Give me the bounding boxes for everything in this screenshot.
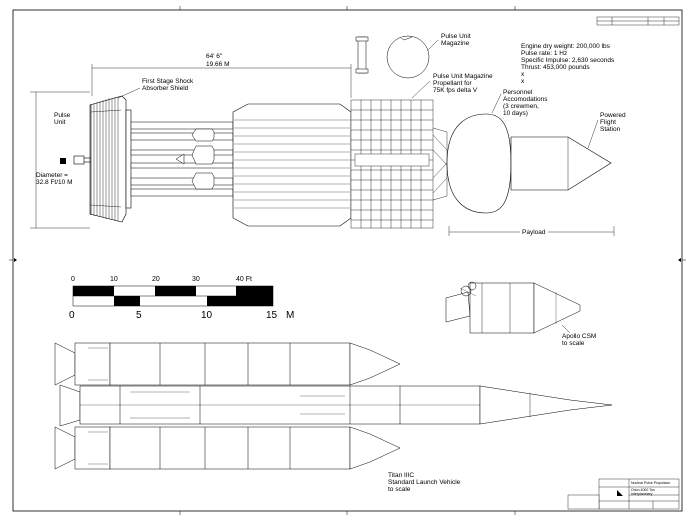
main-body [232, 103, 352, 227]
diameter-label: Diameter = 32.8 Ft/10 M [36, 172, 73, 186]
flight-station-label: Powered Flight Station [600, 112, 626, 133]
flight-station-nose [510, 136, 612, 191]
personnel-line-1: Personnel [503, 89, 533, 96]
title-block-subtitle-2: Interplanetary [631, 492, 653, 496]
personnel-label: Personnel Accomodations (3 crewmen, 10 d… [503, 89, 547, 117]
pulse-unit-label: Pulse Unit [54, 112, 70, 126]
length-dimension-label: 64' 6" [206, 53, 223, 60]
pulse-unit-magazine-detail [355, 35, 430, 79]
personnel-line-3: (3 crewmen, [503, 103, 539, 110]
pulse-unit-line-1: Pulse [54, 112, 71, 119]
apollo-line-1: Apollo CSM [562, 333, 597, 340]
flight-station-line-3: Station [600, 126, 621, 133]
pusher-plate [89, 95, 127, 223]
title-block-title: Nuclear Pulse Propulsion [631, 481, 671, 485]
flight-station-line-1: Powered [600, 112, 626, 119]
spec-specific-impulse: Specific Impulse: 2,630 seconds [521, 57, 615, 64]
scale-ft-10: 10 [110, 276, 118, 283]
scale-bar [72, 285, 274, 307]
magazine-propellant-line-3: 75K fps delta V [433, 87, 478, 94]
title-block-subtitle-1: Orion 4000 Ton [631, 488, 655, 492]
length-dimension-metric-label: 19.66 M [206, 61, 230, 68]
titan-line-3: to scale [388, 486, 411, 493]
flight-station-line-2: Flight [600, 119, 616, 126]
apollo-csm [445, 281, 581, 334]
scale-m-10: 10 [201, 310, 213, 321]
scale-ft-40: 40 Ft [236, 276, 252, 283]
shock-absorber-line-1: First Stage Shock [142, 78, 194, 85]
shock-absorber-line-2: Absorber Shield [142, 85, 189, 92]
spec-x-2: x [521, 78, 525, 85]
pulse-unit-magazine-label: Pulse Unit Magazine [441, 33, 471, 47]
scale-m-15: 15 [266, 310, 278, 321]
spec-dry-weight: Engine dry weight: 200,000 lbs [521, 43, 610, 50]
magazine-propellant-line-1: Pulse Unit Magazine [433, 73, 493, 80]
personnel-line-4: 10 days) [503, 110, 528, 117]
title-block [567, 478, 680, 510]
scale-ft-20: 20 [152, 276, 160, 283]
spec-x-1: x [521, 71, 525, 78]
diameter-line-1: Diameter = [36, 172, 68, 179]
titan-line-1: Titan IIIC [388, 472, 415, 479]
pulse-unit-line-2: Unit [54, 119, 66, 126]
spec-pulse-rate: Pulse rate: 1 Hz [521, 50, 568, 57]
apollo-label: Apollo CSM to scale [562, 333, 596, 347]
titan-label: Titan IIIC Standard Launch Vehicle to sc… [388, 472, 460, 493]
titan-line-2: Standard Launch Vehicle [388, 479, 461, 486]
scale-m-unit: M [286, 310, 295, 321]
magazine-propellant-label: Pulse Unit Magazine Propellant for 75K f… [433, 73, 493, 94]
zone-ticks [9, 6, 686, 515]
shock-absorber-label: First Stage Shock Absorber Shield [142, 78, 193, 92]
pulse-unit-magazine-line-1: Pulse Unit [441, 33, 471, 40]
drawing-border [12, 9, 683, 512]
scale-ft-0: 0 [71, 276, 75, 283]
revision-block [596, 16, 680, 26]
personnel-line-2: Accomodations [503, 96, 548, 103]
titan-iiic [54, 342, 613, 470]
engine-specs: Engine dry weight: 200,000 lbs Pulse rat… [521, 43, 614, 85]
scale-m-0: 0 [69, 310, 75, 321]
personnel-module [446, 113, 512, 214]
spec-thrust: Thrust: 453,000 pounds [521, 64, 590, 71]
payload-label: Payload [520, 229, 548, 236]
scale-ft-30: 30 [192, 276, 200, 283]
scale-m-5: 5 [136, 310, 142, 321]
pulse-unit-magazine-racks [350, 99, 434, 229]
pulse-unit-magazine-line-2: Magazine [441, 40, 470, 47]
magazine-propellant-line-2: Propellant for [433, 80, 472, 87]
apollo-line-2: to scale [562, 340, 585, 347]
diameter-line-2: 32.8 Ft/10 M [36, 179, 73, 186]
orion-vehicle [60, 95, 612, 229]
